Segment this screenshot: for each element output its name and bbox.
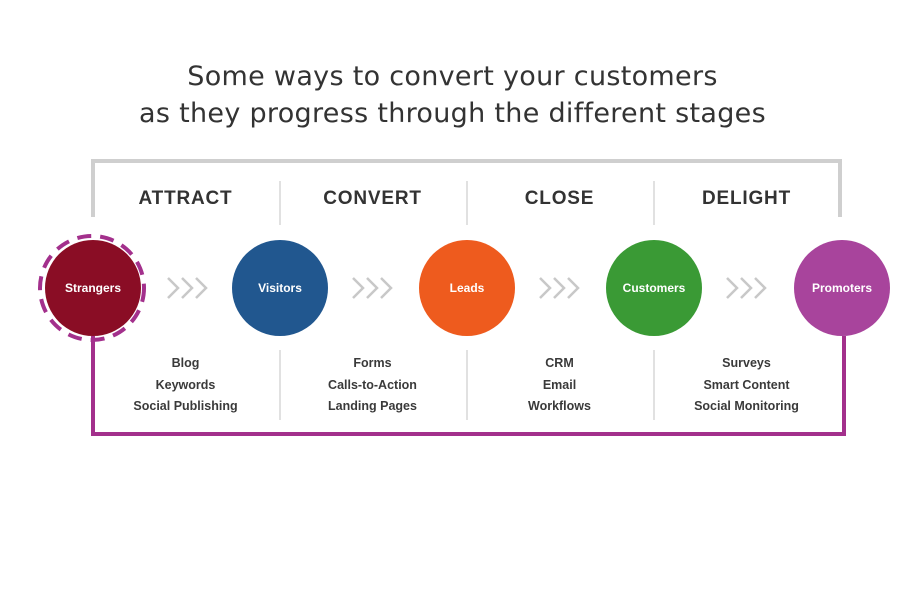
close-tactics: CRM Email Workflows (466, 353, 653, 418)
stage-divider-bottom (279, 350, 281, 420)
node-label: Customers (622, 281, 686, 295)
stage-divider-bottom (466, 350, 468, 420)
chevron-arrows-icon (352, 277, 393, 299)
strangers-dashed-ring (38, 234, 146, 342)
node-promoters: Promoters (794, 240, 890, 336)
tactic-item: Social Monitoring (694, 399, 799, 413)
stage-attract: ATTRACT (138, 188, 233, 209)
tactic-item: Email (542, 377, 577, 392)
tactic-item: Calls-to-Action (328, 377, 417, 392)
node-label: Strangers (64, 281, 122, 295)
tactic-item: Blog (171, 356, 200, 370)
stage-convert: CONVERT (323, 188, 422, 209)
chevron-arrows-icon (539, 277, 580, 299)
node-strangers: Strangers (45, 240, 141, 336)
delight-tactics: Surveys Smart Content Social Monitoring (653, 353, 840, 418)
node-label: Visitors (258, 281, 302, 295)
stage-divider-top (279, 181, 281, 225)
node-visitors: Visitors (232, 240, 328, 336)
tactic-item: Surveys (722, 356, 771, 370)
node-label: Leads (449, 281, 485, 295)
chevron-arrows-icon (726, 277, 767, 299)
tactic-item: Landing Pages (328, 399, 417, 413)
node-leads: Leads (419, 240, 515, 336)
chevron-arrows-icon (167, 277, 208, 299)
stage-divider-top (466, 181, 468, 225)
stage-close: CLOSE (524, 188, 595, 209)
title-line-1: Some ways to convert your customers (187, 61, 718, 92)
tactic-item: CRM (545, 356, 574, 370)
node-label: Promoters (811, 281, 873, 295)
tactic-item: Forms (353, 356, 392, 370)
tactic-item: Workflows (528, 399, 591, 413)
tactic-item: Keywords (155, 377, 216, 392)
convert-tactics: Forms Calls-to-Action Landing Pages (279, 353, 466, 418)
feedback-loop-bracket (91, 336, 846, 436)
attract-tactics: Blog Keywords Social Publishing (92, 353, 279, 418)
tactic-item: Smart Content (703, 377, 790, 392)
stage-divider-bottom (653, 350, 655, 420)
node-customers: Customers (606, 240, 702, 336)
stage-divider-top (653, 181, 655, 225)
stage-delight: DELIGHT (702, 188, 791, 209)
tactic-item: Social Publishing (133, 399, 238, 413)
diagram-title: Some ways to convert your customers as t… (0, 58, 905, 132)
title-line-2: as they progress through the different s… (139, 98, 766, 129)
stages-bracket (91, 159, 842, 217)
